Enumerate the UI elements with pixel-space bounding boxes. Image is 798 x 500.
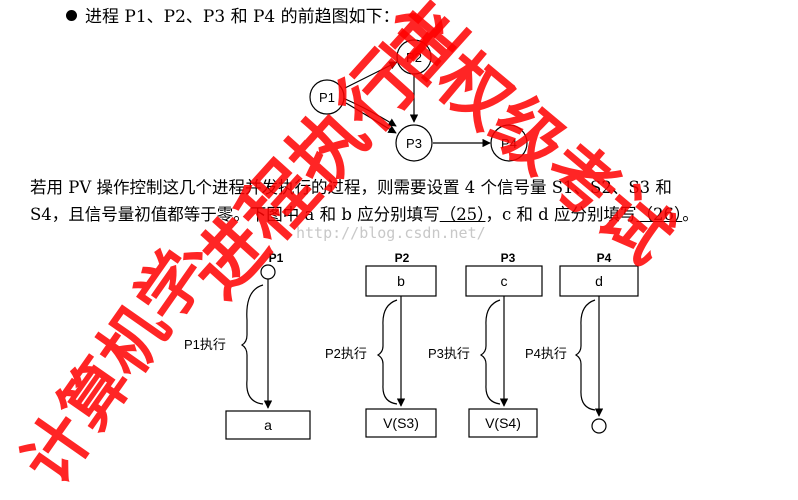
process-p2: P2 b P2执行 V(S3) — [325, 251, 437, 438]
node-p1: P1 — [309, 79, 345, 115]
node-p3: P3 — [395, 124, 433, 162]
watermark-url: http://blog.csdn.net/ — [296, 224, 486, 242]
intro-text: 进程 P1、P2、P3 和 P4 的前趋图如下： — [85, 7, 400, 27]
question-line-2: S4，且信号量初值都等于零。下图中 a 和 b 应分别填写（25），c 和 d … — [30, 203, 780, 227]
process-p1: P1 P1执行 a — [184, 251, 311, 440]
blank-25: （25） — [439, 205, 486, 224]
bullet-icon — [66, 10, 77, 21]
slot-c: c — [501, 273, 508, 289]
v-s3: V(S3) — [383, 415, 419, 431]
blank-26: （26） — [636, 205, 683, 224]
process-p4: P4 d P4执行 — [525, 251, 639, 434]
process-label: P3 — [501, 251, 516, 265]
exec-label: P2执行 — [325, 346, 367, 361]
node-label: P3 — [406, 136, 422, 151]
diagram-canvas: P1 P2 P3 P4 P1 P1执行 a P2 b P2执行 V(S3) P3… — [184, 39, 639, 440]
question-line-1: 若用 PV 操作控制这几个进程并发执行的过程，则需要设置 4 个信号量 S1、S… — [30, 178, 672, 197]
slot-d: d — [595, 273, 603, 289]
q-text-a: S4，且信号量初值都等于零。下图中 a 和 b 应分别填写 — [30, 205, 440, 224]
node-label: P1 — [319, 90, 335, 105]
process-label: P1 — [269, 251, 284, 265]
q-text-c: 。 — [682, 205, 699, 224]
q-text-b: ，c 和 d 应分别填写 — [485, 205, 637, 224]
exec-label: P4执行 — [525, 346, 567, 361]
v-s4: V(S4) — [485, 415, 521, 431]
exec-label: P3执行 — [428, 346, 470, 361]
slot-b: b — [397, 273, 405, 289]
process-label: P2 — [395, 251, 410, 265]
exec-label: P1执行 — [184, 337, 226, 352]
intro-line: 进程 P1、P2、P3 和 P4 的前趋图如下： — [66, 6, 400, 28]
node-label: P4 — [501, 136, 517, 151]
process-label: P4 — [597, 251, 612, 265]
node-p2: P2 — [396, 39, 432, 75]
slot-a: a — [264, 417, 272, 433]
node-label: P2 — [406, 50, 422, 65]
precedence-graph — [342, 61, 491, 148]
node-p4: P4 — [490, 124, 528, 162]
process-p3: P3 c P3执行 V(S4) — [428, 251, 543, 438]
